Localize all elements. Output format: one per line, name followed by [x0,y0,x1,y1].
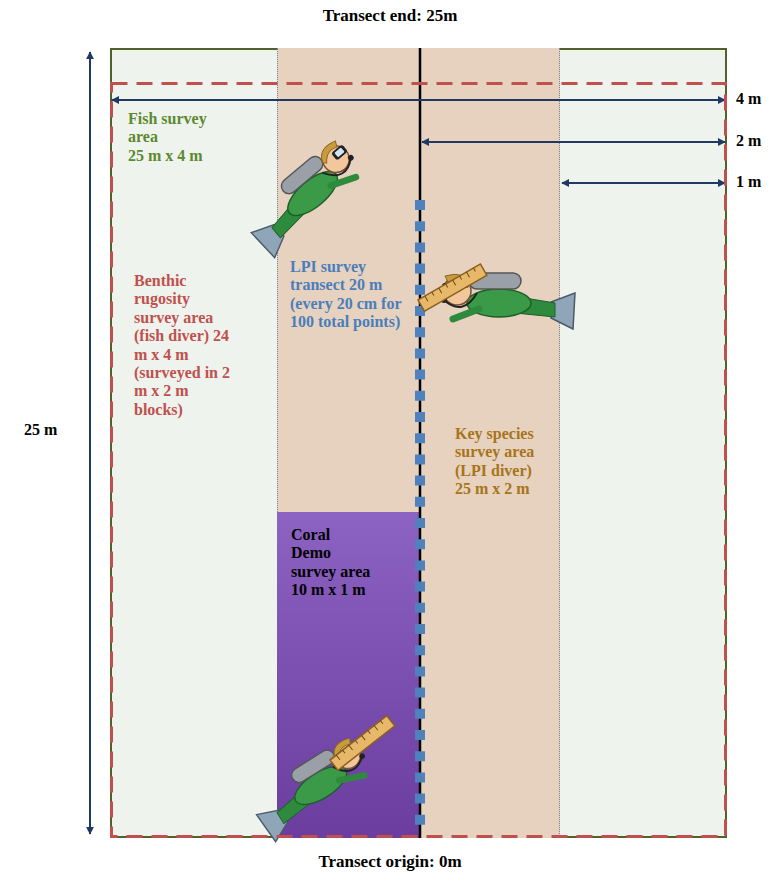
label-holder: Transect end: 25m [0,6,780,26]
label-holder: Transect origin: 0m [0,852,780,872]
fish-survey-area: Fish survey area25 m x 4 m Benthic rugosi… [110,48,727,838]
dimension-label: 1 m [736,173,761,191]
area-label: Fish survey area [128,110,228,147]
dimension-label: 4 m [736,90,761,108]
label-holder: LPI survey transect 20 m (every 20 cm fo… [290,258,408,332]
label-holder: 25 m [24,421,57,439]
lpi-points [415,200,425,836]
key-species-area: Key species survey area (LPI diver) 25 m… [277,48,560,838]
dimension-arrow [112,99,725,101]
ruler [330,716,395,771]
dimension-label: 2 m [736,132,761,150]
dimension-label: 25 m [24,421,57,439]
transect-line [419,48,422,838]
area-size: 25 m x 4 m [128,147,228,165]
lpi-diver [441,273,575,329]
coral-diver [247,734,379,843]
area-label: Benthic rugosity survey area (fish diver… [134,272,232,419]
dimension-arrow [422,141,725,143]
dimension-arrow [562,182,725,184]
fish-diver [239,136,371,259]
area-label: Coral Demo survey area 10 m x 1 m [291,526,373,600]
dashed-outline [110,82,727,838]
label-holder: 1 m [736,173,761,191]
coral-demo-area: Coral Demo survey area 10 m x 1 m [277,512,420,838]
dimension-arrow [89,52,91,834]
area-label: Key species survey area (LPI diver) 25 m… [455,425,539,499]
transect-origin: Transect origin: 0m [318,852,461,872]
lpi-label: LPI survey transect 20 m (every 20 cm fo… [290,258,408,332]
ruler [418,264,487,311]
label-holder: 4 m [736,90,761,108]
benthic-survey-area: Benthic rugosity survey area (fish diver… [110,82,727,838]
label-holder: 2 m [736,132,761,150]
transect-end: Transect end: 25m [323,6,458,26]
